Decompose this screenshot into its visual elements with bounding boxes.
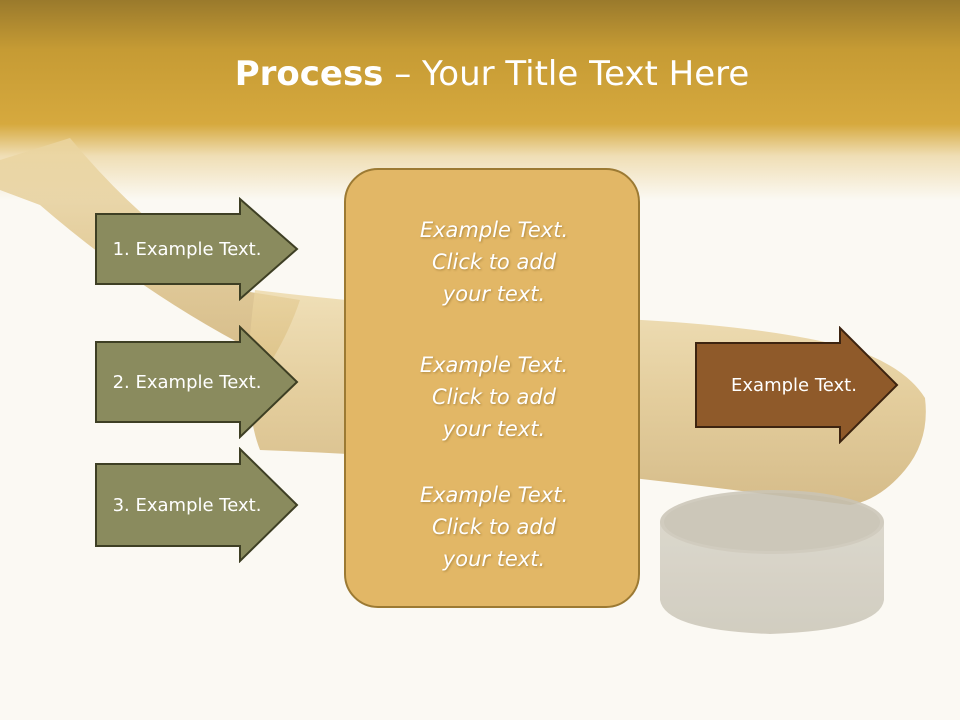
center-paragraph-3: Example Text. Click to add your text. [419,483,569,571]
slide-title: Process – Your Title Text Here [0,52,960,96]
right-arrow-shape [95,197,299,301]
slide-title-bold: Process [234,54,384,94]
step-arrow-3-label: 3. Example Text. [112,494,262,516]
step-arrow-1-label: 1. Example Text. [112,238,262,260]
slide-title-rest: – Your Title Text Here [383,54,750,94]
result-arrow[interactable]: Example Text. [694,326,900,444]
center-text-box[interactable]: Example Text. Click to add your text. Ex… [344,168,640,608]
right-arrow-shape [95,325,299,439]
hockey-puck [660,490,884,634]
step-arrow-1[interactable]: 1. Example Text. [94,197,300,301]
center-paragraph-1: Example Text. Click to add your text. [419,218,569,306]
step-arrow-2-label: 2. Example Text. [112,371,262,393]
header-band [0,0,960,200]
right-arrow-shape [695,326,899,444]
step-arrow-2[interactable]: 2. Example Text. [94,325,300,439]
result-arrow-label: Example Text. [731,374,857,396]
right-arrow-shape [95,447,299,563]
step-arrow-3[interactable]: 3. Example Text. [94,447,300,563]
center-paragraph-2: Example Text. Click to add your text. [419,353,569,441]
